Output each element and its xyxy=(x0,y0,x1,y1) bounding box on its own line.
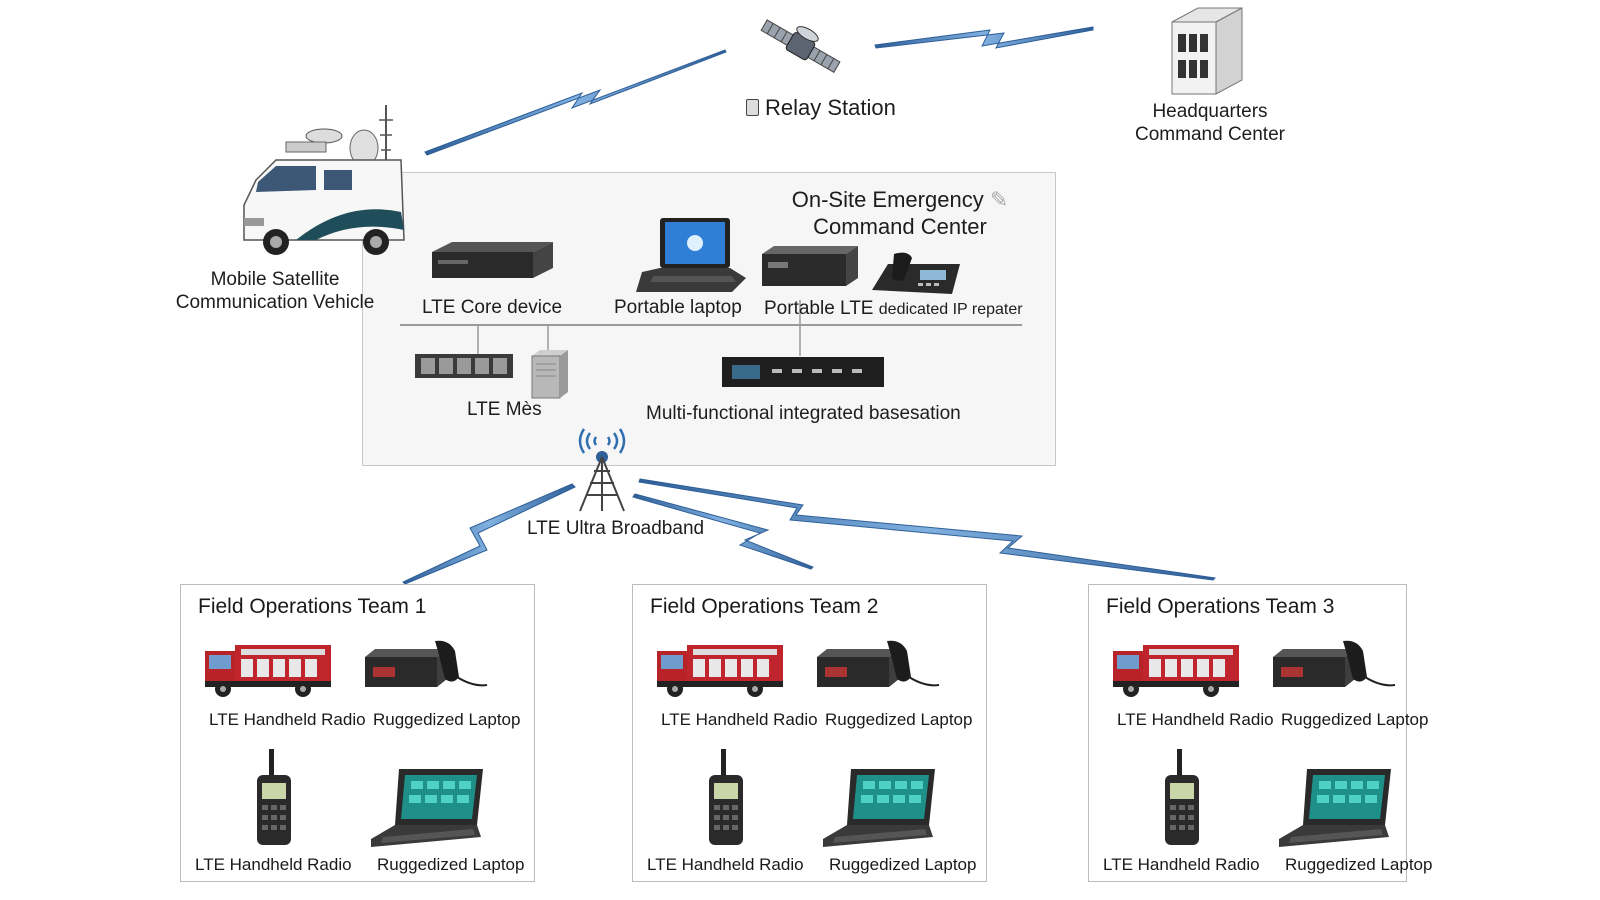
lte-core-device xyxy=(430,240,555,285)
field-team-2: Field Operations Team 2 LTE Handheld Rad… xyxy=(632,584,987,882)
field-team-title: Field Operations Team 3 xyxy=(1106,595,1335,618)
basestation-device xyxy=(722,355,886,389)
lte-repeater xyxy=(760,244,860,288)
satellite-icon xyxy=(760,19,841,74)
field-team-1: Field Operations Team 1 LTE Handheld Rad… xyxy=(180,584,535,882)
basestation-icon xyxy=(722,357,884,387)
portable-laptop-label: Portable laptop xyxy=(614,297,742,318)
radio-tower xyxy=(572,425,632,513)
lte-mes-label: LTE Mès xyxy=(467,399,542,420)
repeater-icon xyxy=(762,246,858,286)
team-bottom-right-label: Ruggedized Laptop xyxy=(829,855,977,874)
radio-tower-icon xyxy=(578,428,626,512)
handheld-radio-icon xyxy=(257,749,291,845)
lte-core-label: LTE Core device xyxy=(422,297,563,318)
team-top-left-label: LTE Handheld Radio xyxy=(209,710,366,729)
handheld-radio-icon xyxy=(709,749,743,845)
lte-mes-unit xyxy=(530,348,570,400)
repeater-label-b: dedicated IP repater xyxy=(878,301,1023,318)
headquarters-label: Headquarters Command Center xyxy=(1120,100,1300,146)
field-team-3: Field Operations Team 3 LTE Handheld Rad… xyxy=(1088,584,1432,882)
tower-label: LTE Ultra Broadband xyxy=(527,518,705,539)
field-team-title: Field Operations Team 2 xyxy=(650,595,879,618)
team-bottom-right-label: Ruggedized Laptop xyxy=(377,855,525,874)
ip-phone xyxy=(868,250,964,298)
outdoor-unit-icon xyxy=(531,350,568,399)
fire-truck-icon xyxy=(205,645,331,697)
link-vehicle-relay xyxy=(424,49,727,156)
vehicle-label: Mobile Satellite Communication Vehicle xyxy=(170,268,380,314)
link-tower-team1 xyxy=(402,483,576,585)
onsite-title-line2: Command Center xyxy=(813,214,987,239)
team-bottom-left-label: LTE Handheld Radio xyxy=(647,855,804,874)
team-top-right-label: Ruggedized Laptop xyxy=(373,710,521,729)
relay-station-text: Relay Station xyxy=(765,95,896,120)
team-bottom-left-label: LTE Handheld Radio xyxy=(1103,855,1260,874)
phone-icon xyxy=(872,252,960,294)
vehicle-line2: Communication Vehicle xyxy=(175,292,375,313)
mobile-vehicle xyxy=(236,100,408,260)
rugged-laptop-icon xyxy=(1279,769,1391,847)
team-top-left-label: LTE Handheld Radio xyxy=(661,710,818,729)
repeater-label-a: Portable LTE xyxy=(764,298,874,319)
van-icon xyxy=(243,105,405,255)
vehicle-radio-icon xyxy=(365,640,488,687)
link-relay-hq xyxy=(874,26,1094,49)
onsite-title-line1: On-Site Emergency ✎ xyxy=(791,187,1009,212)
fire-truck-icon xyxy=(1113,645,1239,697)
rugged-laptop-icon xyxy=(371,769,483,847)
team-bottom-right-label: Ruggedized Laptop xyxy=(1285,855,1433,874)
team-top-left-label: LTE Handheld Radio xyxy=(1117,710,1274,729)
rugged-laptop-icon xyxy=(823,769,935,847)
relay-doc-icon xyxy=(746,99,759,116)
satellite xyxy=(752,12,847,82)
fire-truck-icon xyxy=(657,645,783,697)
headquarters-line2: Command Center xyxy=(1135,124,1285,145)
team-top-right-label: Ruggedized Laptop xyxy=(1281,710,1429,729)
vehicle-line1: Mobile Satellite xyxy=(210,269,340,290)
relay-station-label: Relay Station xyxy=(746,95,896,121)
team-top-right-label: Ruggedized Laptop xyxy=(825,710,973,729)
rack-icon xyxy=(415,354,513,378)
building-icon xyxy=(1171,7,1243,95)
headquarters-line1: Headquarters xyxy=(1152,101,1268,122)
link-tower-team2 xyxy=(632,493,814,570)
laptop-icon xyxy=(636,218,746,292)
server-icon xyxy=(432,242,553,278)
headquarters xyxy=(1168,4,1246,96)
lte-mes-rack xyxy=(415,352,515,380)
field-team-title: Field Operations Team 1 xyxy=(198,595,427,618)
vehicle-radio-icon xyxy=(817,640,940,687)
repeater-label: Portable LTE dedicated IP repater xyxy=(764,298,1023,320)
link-tower-team3 xyxy=(638,478,1217,581)
vehicle-radio-icon xyxy=(1273,640,1396,687)
basestation-label: Multi-functional integrated basesation xyxy=(646,403,961,424)
edit-icon: ✎ xyxy=(989,187,1009,212)
portable-laptop xyxy=(632,216,750,294)
handheld-radio-icon xyxy=(1165,749,1199,845)
onsite-title: On-Site Emergency ✎ Command Center xyxy=(780,186,1020,240)
team-bottom-left-label: LTE Handheld Radio xyxy=(195,855,352,874)
